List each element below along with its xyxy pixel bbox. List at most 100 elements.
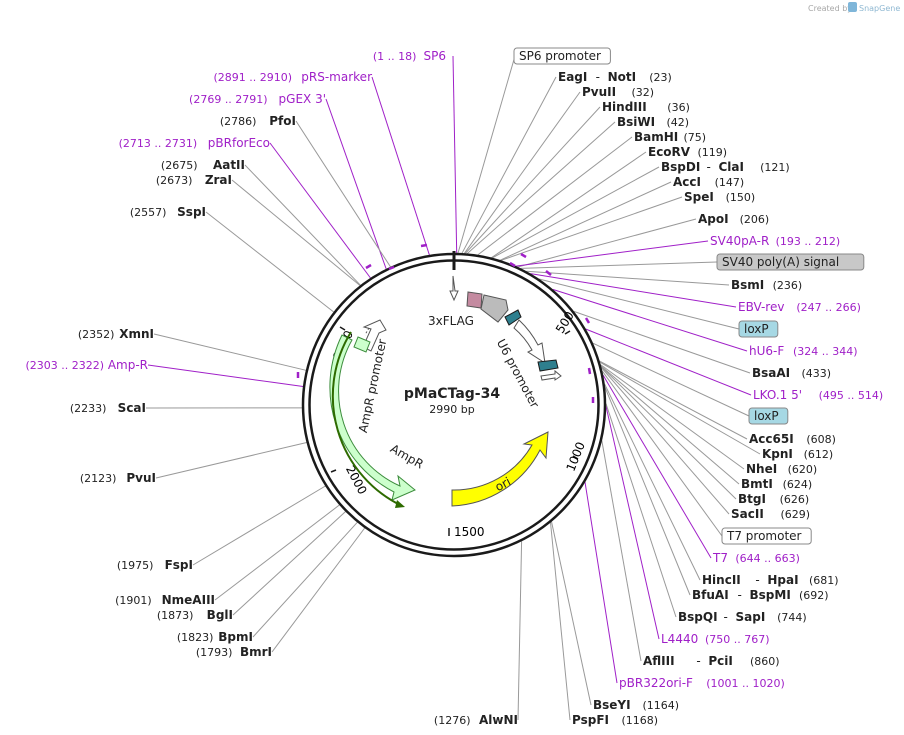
label-r7: BamHI(75) — [634, 130, 706, 144]
label-r21: loxP — [748, 407, 789, 425]
loxp-2-feature — [537, 359, 559, 372]
pos-r27: (629) — [781, 508, 811, 521]
snapgene-logo-icon — [848, 2, 857, 12]
label-r32: BspQI-SapI(744) — [678, 610, 807, 624]
label-r4: PvuII(32) — [582, 85, 654, 99]
leader-r13 — [515, 240, 709, 267]
name-l10: ScaI — [118, 401, 146, 415]
tick-500 — [564, 330, 571, 335]
label-l9: Amp-R(2303 .. 2322) — [25, 358, 148, 372]
name-r24: NheI — [746, 462, 777, 476]
label-l11: PvuI(2123) — [80, 471, 156, 485]
feature-box-r28 — [721, 527, 812, 545]
name-r31: BfuAI — [692, 588, 729, 602]
pos-l14: (1873) — [157, 609, 194, 622]
pos-r22: (608) — [806, 433, 836, 446]
name-r29: T7 — [712, 551, 728, 565]
label-r25: BmtI(624) — [741, 477, 812, 491]
label-r36: BseYI(1164) — [593, 698, 679, 712]
leader-r16 — [530, 273, 737, 308]
pos-r3: (23) — [649, 71, 672, 84]
leader-r6 — [466, 121, 616, 254]
label-r27: SacII(629) — [731, 507, 810, 521]
leader-l17 — [517, 541, 523, 721]
label-r16: EBV-rev(247 .. 266) — [738, 300, 861, 314]
label-r8: EcoRV (119) — [648, 145, 727, 159]
name-r30: HincII — [702, 573, 741, 587]
name-l5: AatII — [213, 158, 245, 172]
name-l1: pRS-marker — [301, 70, 372, 84]
pos-r15: (236) — [773, 279, 803, 292]
label-l10: ScaI(2233) — [70, 401, 146, 415]
name-r13: SV40pA-R — [710, 234, 769, 248]
label-l2: pGEX 3'(2769 .. 2791) — [189, 92, 326, 106]
leader-r29 — [602, 374, 712, 559]
name-r11: SpeI — [684, 190, 714, 204]
name-r10: AccI — [673, 175, 701, 189]
label-r15: BsmI(236) — [731, 278, 802, 292]
pos-l15: (1823) — [177, 631, 214, 644]
flag-feature — [466, 291, 483, 309]
name-r22: Acc65I — [749, 432, 794, 446]
leader-l3 — [295, 120, 391, 268]
leader-r32 — [605, 403, 677, 618]
label-l13: NmeAIII(1901) — [115, 593, 215, 607]
pos-r6: (42) — [667, 116, 690, 129]
pos-r36: (1164) — [643, 699, 680, 712]
pos-r37: (1168) — [622, 714, 659, 727]
leader-r36 — [551, 521, 592, 706]
leader-l16 — [271, 527, 366, 653]
pos-r13: (193 .. 212) — [776, 235, 841, 248]
pos-r34: (860) — [750, 655, 780, 668]
leader-r5 — [465, 106, 601, 254]
pos-r7: (75) — [684, 131, 707, 144]
name-r19: BsaAI — [752, 366, 790, 380]
label-r18: hU6-F(324 .. 344) — [749, 344, 858, 358]
name-r35: pBR322ori-F — [619, 676, 693, 690]
gray-feature — [480, 294, 509, 323]
leader-r27 — [600, 367, 730, 515]
name-r32: BspQI — [678, 610, 718, 624]
name-r37: PspFI — [572, 713, 609, 727]
pos-r5: (36) — [667, 101, 690, 114]
leader-r25 — [600, 365, 740, 485]
name-l12: FspI — [165, 558, 193, 572]
leader-r24 — [600, 364, 745, 470]
label-l7: SspI (2557) — [130, 205, 206, 219]
pos-l2: (2769 .. 2791) — [189, 93, 268, 106]
pos-r11: (150) — [726, 191, 756, 204]
pos-l7: (2557) — [130, 206, 167, 219]
pos-r19: (433) — [802, 367, 832, 380]
feature-box-r14 — [716, 253, 865, 271]
leader-l6 — [231, 179, 361, 286]
ori-feature — [451, 431, 549, 507]
pos-l11: (2123) — [80, 472, 117, 485]
sep-r31: - — [738, 588, 742, 602]
leader-r1 — [452, 55, 458, 254]
sep-r9: - — [707, 160, 711, 174]
snapgene-watermark: Created by SnapGene — [808, 2, 900, 13]
name-l3: PfoI — [269, 114, 296, 128]
plasmid-name: pMaCTag-34 — [404, 386, 500, 402]
sep-r34: - — [696, 654, 700, 668]
leader-r30 — [604, 383, 701, 581]
name2-r34: PciI — [708, 654, 733, 668]
pos-r8: (119) — [698, 146, 728, 159]
name-r8: EcoRV — [648, 145, 691, 159]
pos-r1: (1 .. 18) — [373, 50, 417, 63]
primer-marks — [296, 243, 595, 403]
pos-r9: (121) — [760, 161, 790, 174]
leader-l13 — [214, 504, 340, 601]
name-r3: EagI — [558, 70, 587, 84]
name-l7: SspI — [177, 205, 206, 219]
label-r20: LKO.1 5' (495 .. 514) — [753, 388, 883, 402]
leader-r15 — [526, 270, 730, 286]
pos-r20: (495 .. 514) — [819, 389, 884, 402]
pos-l4: (2713 .. 2731) — [119, 137, 198, 150]
leader-r34 — [601, 440, 642, 662]
name-r20: LKO.1 5' — [753, 388, 802, 402]
label-r9: BspDI-ClaI(121) — [661, 160, 790, 174]
leader-r7 — [477, 136, 633, 256]
leader-r21 — [592, 342, 750, 417]
name2-r30: HpaI — [767, 573, 798, 587]
